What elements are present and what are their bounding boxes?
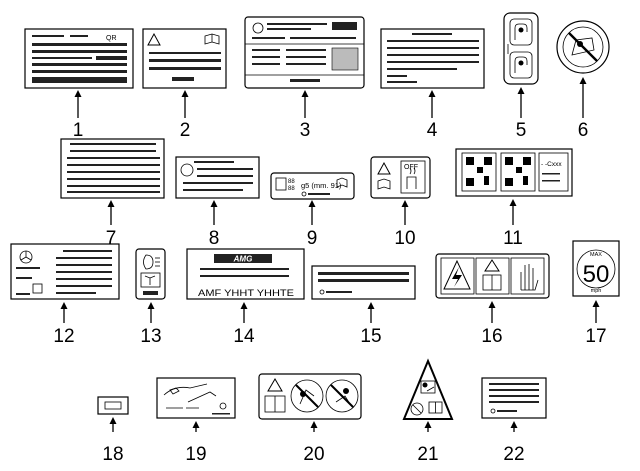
part-number-12: 12 (53, 326, 74, 347)
part-number-21: 21 (417, 444, 438, 465)
part-number-16: 16 (481, 326, 502, 347)
part-number-18: 18 (102, 444, 123, 465)
seat-belt-icon (507, 18, 533, 79)
label-9: 88 88 g5 (mm. 91) 9 (270, 172, 355, 249)
part-number-22: 22 (503, 444, 524, 465)
book-icon (428, 401, 443, 414)
label-6: 6 (556, 20, 610, 141)
label-1: QR 1 (24, 28, 134, 141)
label-12: 12 (10, 243, 120, 347)
mercedes-star-icon (19, 250, 33, 264)
label-11-code: - -Cxxx (541, 161, 562, 168)
seat-heating-icon (406, 167, 417, 189)
qr-code-icon (500, 152, 536, 192)
book-icon (336, 177, 348, 188)
label-9-text: g5 (mm. 91) (301, 181, 342, 190)
label-1-text-lines: QR (32, 35, 127, 83)
part-number-15: 15 (360, 326, 381, 347)
warning-triangle-icon (484, 259, 500, 272)
label-17: MAX 50 mph 17 (572, 240, 620, 347)
label-3: 3 (244, 16, 365, 141)
label-8: 8 (175, 156, 260, 249)
part-number-4: 4 (427, 120, 438, 141)
label-20: 20 (258, 373, 362, 465)
part-number-5: 5 (516, 120, 527, 141)
high-voltage-icon (443, 259, 471, 290)
label-19: 19 (156, 377, 236, 465)
label-14-code: AMF YHHT YHHTE (198, 288, 294, 298)
amg-logo: AMG (214, 254, 272, 264)
part-number-13: 13 (140, 326, 161, 347)
label-17-speed: 50 (583, 261, 610, 288)
part-number-10: 10 (394, 228, 415, 249)
part-number-9: 9 (307, 228, 318, 249)
label-5: 5 (503, 12, 539, 141)
qr-code-icon (461, 152, 497, 192)
no-child-seat-icon (410, 402, 424, 416)
svg-text:88: 88 (288, 186, 295, 192)
book-icon (482, 274, 502, 291)
label-14: AMG AMF YHHT YHHTE 14 (186, 248, 305, 347)
part-number-17: 17 (585, 326, 606, 347)
label-22: 22 (481, 377, 547, 465)
book-icon (377, 178, 391, 190)
warning-triangle-icon (267, 378, 283, 392)
label-17-max: MAX (590, 252, 602, 258)
part-number-1: 1 (73, 120, 84, 141)
no-child-seat-icon (562, 26, 604, 68)
part-number-20: 20 (303, 444, 324, 465)
label-17-unit: mph (591, 288, 602, 294)
label-10: OFF 10 (370, 156, 431, 249)
part-number-14: 14 (233, 326, 255, 347)
part-number-7: 7 (106, 228, 117, 249)
warning-triangle-icon (377, 161, 391, 175)
label-16: 16 (435, 253, 550, 347)
label-1-code: QR (106, 35, 117, 42)
label-10-off: OFF (404, 164, 418, 171)
part-number-6: 6 (578, 120, 589, 141)
part-number-3: 3 (300, 120, 311, 141)
no-airbag-icon (325, 379, 359, 413)
label-11: - -Cxxx 11 (455, 148, 573, 249)
part-number-8: 8 (209, 228, 220, 249)
book-icon (140, 272, 161, 288)
headlight-icon (143, 254, 160, 270)
child-seat-airbag-icon (420, 380, 436, 394)
label-15: 15 (311, 265, 416, 347)
label-14-brand: AMG (233, 255, 253, 264)
no-airbag-icon (290, 379, 324, 413)
jack-point-icon (163, 383, 230, 415)
part-number-11: 11 (503, 228, 523, 249)
book-icon (204, 33, 220, 45)
part-number-19: 19 (185, 444, 206, 465)
no-touch-hand-icon (520, 264, 539, 291)
label-4: 4 (380, 28, 485, 141)
label-2: 2 (142, 28, 227, 141)
svg-text:88: 88 (288, 179, 295, 185)
warning-triangle-icon (147, 32, 161, 46)
label-18: 18 (97, 396, 129, 465)
label-13: 13 (135, 248, 166, 347)
part-number-2: 2 (180, 120, 191, 141)
label-21: 21 (402, 358, 454, 465)
book-icon (264, 395, 286, 413)
label-7: 7 (60, 138, 165, 249)
